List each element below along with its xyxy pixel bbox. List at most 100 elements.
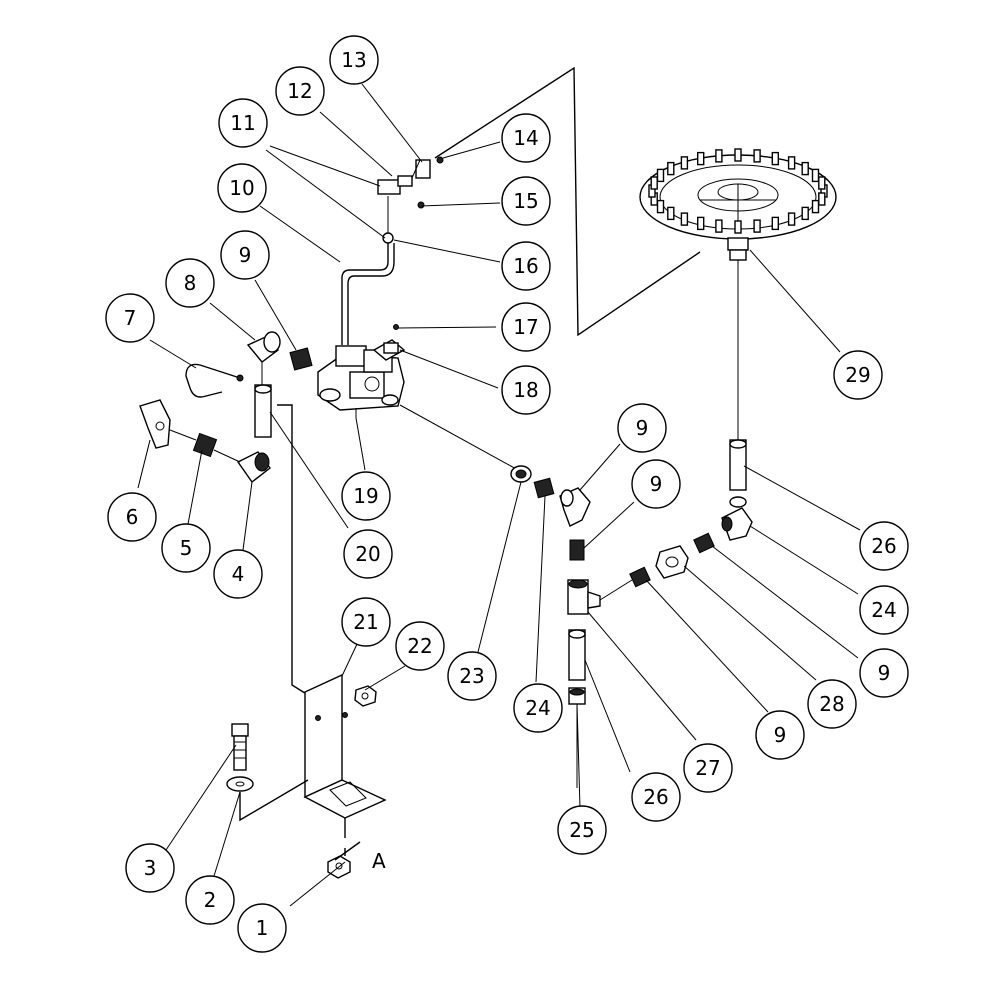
burner-pin	[697, 216, 705, 231]
callout-label: 6	[126, 505, 139, 529]
callout-label: 11	[230, 111, 255, 135]
callout-bubble	[859, 521, 909, 571]
callout-label: 27	[695, 756, 720, 780]
callout-label: 3	[144, 856, 157, 880]
callout-bubble	[501, 176, 551, 226]
pilot-tube-outline	[347, 243, 395, 345]
callout-bubbles: 1234567891011121314151617181920212223249…	[105, 35, 909, 953]
gas-valve-part	[317, 345, 405, 418]
callout-label: 28	[819, 692, 844, 716]
leader-lines	[137, 83, 861, 907]
callout-label: 26	[871, 534, 896, 558]
burner-pin	[715, 219, 723, 233]
callout-bubble	[501, 241, 551, 291]
callout-bubble	[217, 163, 267, 213]
valve-knob-part	[372, 339, 406, 361]
callout-bubble	[329, 35, 379, 85]
burner-pin	[787, 212, 796, 226]
burner-pin	[680, 212, 689, 226]
callout-label: 16	[513, 254, 538, 278]
callout-label: 25	[569, 818, 594, 842]
callout-bubble	[220, 230, 270, 280]
callout-bubble	[859, 648, 909, 698]
burner-pin	[753, 149, 761, 163]
section-break-marker	[334, 818, 361, 861]
callout-label: 10	[229, 176, 254, 200]
burner-pin	[818, 176, 826, 190]
valve-outlet-line	[399, 404, 519, 471]
callout-label: 24	[871, 598, 896, 622]
callout-label: 21	[353, 610, 378, 634]
left-pipe-assembly	[139, 331, 313, 484]
burner-pin	[811, 168, 820, 183]
callout-bubble	[237, 903, 287, 953]
callout-bubble	[341, 471, 391, 521]
callout-label: 9	[878, 661, 891, 685]
nut-22-part	[354, 685, 377, 707]
pilot-assembly-part	[377, 156, 444, 244]
burner-pin	[656, 199, 665, 214]
callout-bubble	[185, 875, 235, 925]
burner-pin	[734, 148, 742, 162]
right-pipe-assembly	[510, 439, 753, 788]
callout-bubble	[107, 492, 157, 542]
callout-bubble	[513, 683, 563, 733]
pilot-tube-part	[341, 243, 389, 345]
callout-label: 13	[341, 48, 366, 72]
burner-pin	[656, 168, 665, 183]
callout-label: 9	[636, 416, 649, 440]
screw-17	[393, 324, 399, 330]
burner-pin	[715, 149, 723, 163]
washer-2-part	[226, 776, 254, 792]
burner-pin	[801, 161, 809, 176]
callout-bubble	[501, 302, 551, 352]
callout-label: 9	[650, 472, 663, 496]
callout-bubble	[501, 113, 551, 163]
callout-bubble	[165, 258, 215, 308]
callout-bubble	[341, 597, 391, 647]
burner-pin	[771, 216, 779, 231]
callout-label: 17	[513, 315, 538, 339]
burner-ring-part	[639, 148, 837, 261]
callout-label: 19	[353, 484, 378, 508]
callout-label: 9	[239, 243, 252, 267]
callout-label: 15	[513, 189, 538, 213]
burner-pin	[680, 156, 689, 170]
callout-bubble	[631, 459, 681, 509]
burner-pin	[697, 151, 705, 166]
burner-pin	[734, 220, 742, 234]
callout-bubble	[213, 549, 263, 599]
callout-label: 29	[845, 363, 870, 387]
callout-label: 5	[180, 536, 193, 560]
callout-bubble	[617, 403, 667, 453]
section-label-a: A	[372, 849, 386, 873]
callout-label: 7	[124, 306, 137, 330]
callout-label: 12	[287, 79, 312, 103]
callout-label: 1	[256, 916, 269, 940]
callout-bubble	[218, 98, 268, 148]
burner-pin	[771, 151, 779, 166]
callout-bubble	[859, 585, 909, 635]
callout-label: 2	[204, 888, 217, 912]
callout-bubble	[557, 805, 607, 855]
callout-label: 24	[525, 696, 550, 720]
callout-bubble	[833, 350, 883, 400]
pilot-lead-line	[434, 66, 701, 337]
burner-pin	[667, 161, 675, 176]
callout-bubble	[105, 293, 155, 343]
callout-label: 9	[774, 723, 787, 747]
burner-pin	[801, 206, 809, 221]
callout-bubble	[447, 651, 497, 701]
callout-label: 4	[232, 562, 245, 586]
callout-bubble	[755, 710, 805, 760]
callout-bubble	[631, 772, 681, 822]
callout-bubble	[501, 365, 551, 415]
callout-bubble	[683, 743, 733, 793]
callout-bubble	[807, 679, 857, 729]
callout-bubble	[125, 843, 175, 893]
callout-label: 26	[643, 785, 668, 809]
callout-bubble	[161, 523, 211, 573]
callout-label: 20	[355, 542, 380, 566]
burner-pin	[667, 206, 675, 221]
